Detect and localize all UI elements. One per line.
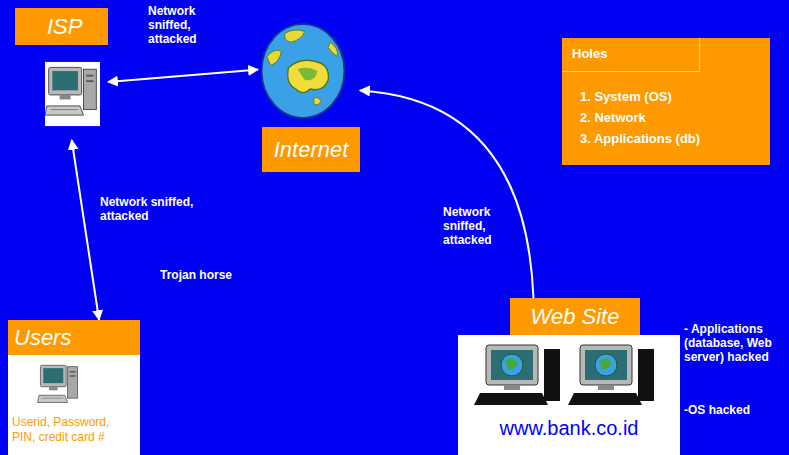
node-heading: Web Site [510,298,640,335]
list-item: 2. Network [580,107,762,128]
edge-label: Network sniffed, attacked [100,195,235,223]
illustration [472,341,672,413]
globe-icon [258,15,348,127]
holes-list: 1. System (OS)2. Network3. Applications … [562,72,770,149]
note-label: Trojan horse [160,268,270,282]
heading-text: Users [14,325,71,351]
illustration [45,48,100,140]
list-item: 3. Applications (db) [580,128,762,149]
node-heading: ISP [15,8,108,45]
note-label: - Applications (database, Web server) ha… [684,322,784,364]
web-site-panel: Web Site www.bank.co.id [458,298,680,455]
computer-icon [45,48,100,140]
edge-label: Network sniffed, attacked [148,4,220,46]
heading-text: ISP [47,14,82,40]
note-label: -OS hacked [684,403,784,417]
edge-label: Network sniffed, attacked [443,205,509,247]
isp-node: ISP [15,8,108,140]
connector-arrow [360,90,533,298]
holes-box: Holes 1. System (OS)2. Network3. Applicat… [562,38,770,165]
internet-node: Internet [258,12,360,172]
node-heading: Internet [262,127,360,172]
node-heading: Users [8,320,140,355]
heading-text: Holes [572,46,691,61]
connector-arrow [72,140,99,320]
panel-body: Userid, Password, PIN, credit card # [8,355,140,455]
holes-tab: Holes [562,38,700,72]
connector-arrow [108,70,258,82]
list-item: 1. System (OS) [580,86,762,107]
computer-icon [36,361,82,411]
illustration [258,15,348,127]
heading-text: Internet [274,137,349,163]
user-panel: Users Userid, Password, PIN, credit card… [8,320,140,455]
body-text: Userid, Password, PIN, credit card # [12,415,130,445]
illustration [36,361,82,411]
body-text: www.bank.co.id [462,417,676,440]
panel-body: www.bank.co.id [458,335,680,455]
heading-text: Web Site [531,304,620,330]
server-computers [472,341,672,413]
